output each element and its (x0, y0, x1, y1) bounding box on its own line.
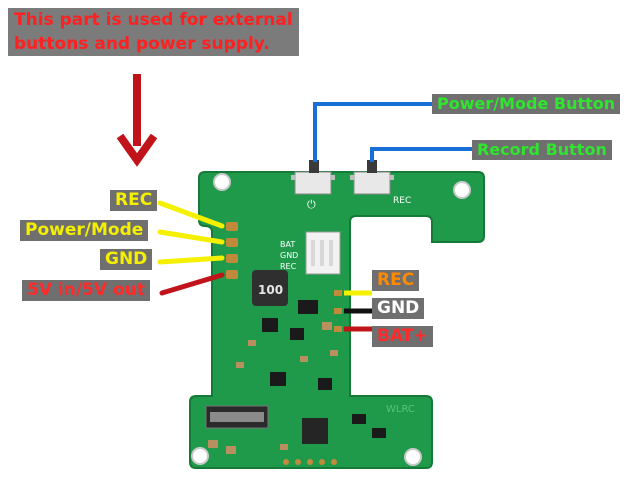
pad-right-bat (334, 326, 342, 332)
record-switch (350, 160, 394, 195)
silk-power-icon: ⏻ (307, 198, 316, 211)
silk-bat: BAT (280, 240, 295, 249)
label-gnd-right: GND (372, 298, 425, 319)
inductor (252, 270, 288, 306)
pad-power-mode (226, 238, 238, 247)
bottom-pads (283, 459, 337, 465)
pad-gnd (226, 254, 238, 263)
inductor-marking: 100 (258, 283, 283, 297)
label-power-mode-button: Power/Mode Button (432, 94, 621, 114)
pad-right-rec (334, 290, 342, 296)
label-rec-right: REC (372, 270, 420, 291)
pcb-board (189, 171, 485, 469)
label-5v-left: 5V in/5V out (22, 280, 150, 301)
left-leader-lines (157, 200, 225, 265)
label-bat-plus-right: BAT+ (372, 326, 433, 347)
label-power-mode-left: Power/Mode (20, 220, 149, 241)
power-button-leader (313, 102, 432, 162)
record-button-leader (370, 147, 472, 162)
silk-rec-button: REC (393, 196, 411, 206)
mounting-hole (453, 181, 471, 199)
label-rec-left: REC (110, 190, 158, 211)
silk-brand: WLRC (386, 404, 415, 415)
fpc-pins (210, 412, 264, 422)
mounting-hole (404, 448, 422, 466)
label-record-button: Record Button (472, 140, 612, 160)
power-mode-switch (291, 160, 335, 195)
info-note-line-2: buttons and power supply. (14, 34, 270, 54)
pad-rec (226, 222, 238, 231)
pad-right-gnd (334, 308, 342, 314)
silk-gnd: GND (280, 251, 298, 260)
info-note: This part is used for external buttons a… (8, 8, 299, 56)
label-gnd-left: GND (100, 249, 153, 270)
battery-connector (305, 231, 341, 275)
mounting-hole (213, 173, 231, 191)
ic-chip (302, 418, 328, 444)
left-leader-5v (159, 272, 225, 296)
down-arrow-icon (116, 74, 158, 167)
silk-rec: REC (280, 262, 297, 271)
mounting-hole (191, 447, 209, 465)
pad-5v (226, 270, 238, 279)
info-note-line-1: This part is used for external (14, 10, 293, 30)
bottom-components (208, 414, 386, 454)
smd-components (236, 300, 338, 390)
